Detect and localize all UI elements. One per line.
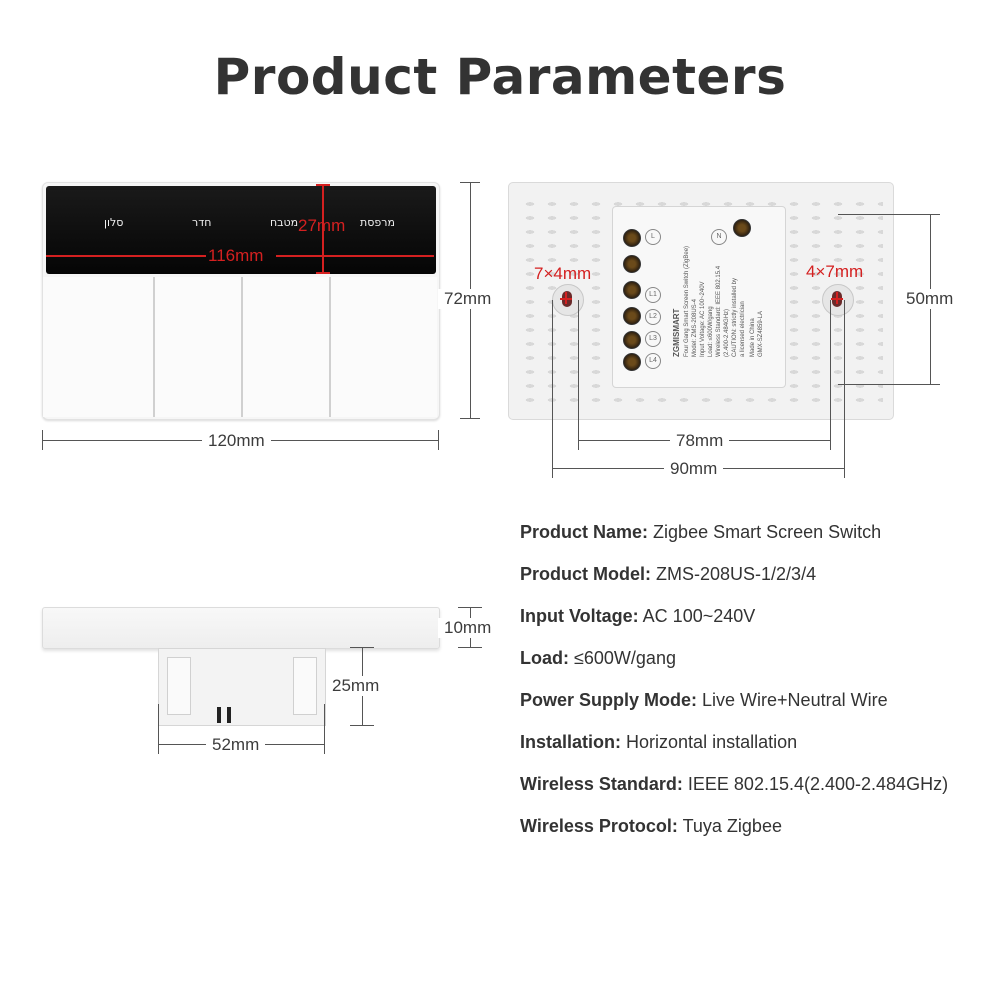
width-dim-label: 120mm xyxy=(202,431,271,451)
screen-label-1: סלון xyxy=(104,216,124,229)
terminal-label-l3: L3 xyxy=(645,331,661,347)
terminal-label-l: L xyxy=(645,229,661,245)
side-plate xyxy=(42,607,440,649)
box-depth-tick-top xyxy=(350,647,374,648)
width-dim-tick-right xyxy=(438,430,439,450)
switch-module: L L1 L2 L3 L4 N ZGMISMART Four Gang Smar… xyxy=(612,206,786,388)
terminal-1 xyxy=(623,229,641,247)
box-width-tick-right xyxy=(324,704,325,754)
terminal-6 xyxy=(623,353,641,371)
spec-product-model: Product Model: ZMS-208US-1/2/3/4 xyxy=(520,564,817,584)
screen-width-line-left xyxy=(46,255,206,257)
page-title: Product Parameters xyxy=(213,48,787,106)
module-brand: ZGMISMART xyxy=(672,308,681,357)
module-text-2: Model: ZMS-208US-4 xyxy=(692,298,698,357)
plate-thickness-tick-top xyxy=(458,607,482,608)
hole-height-label: 50mm xyxy=(900,289,960,309)
mount-hole-right xyxy=(822,284,854,316)
mount-hole-left xyxy=(552,284,584,316)
side-back-box xyxy=(158,648,326,726)
box-depth-tick-bottom xyxy=(350,725,374,726)
hole-height-tick-top xyxy=(838,214,940,215)
width-dim-tick-left xyxy=(42,430,43,450)
module-text-10: GMX-SZ4859-LA xyxy=(758,310,764,357)
terminal-4 xyxy=(623,307,641,325)
module-text-4: Load: ≤600W/gang xyxy=(708,306,714,357)
gang-button-4 xyxy=(331,277,437,417)
gang-button-1 xyxy=(43,277,155,417)
terminal-2 xyxy=(623,255,641,273)
side-box-clip-right xyxy=(293,657,317,715)
back-width-label: 90mm xyxy=(664,459,724,479)
screen-height-tick-top xyxy=(316,184,330,186)
hole-left-mark-v xyxy=(565,292,567,304)
touch-screen: סלון חדר מטבח מרפסת xyxy=(46,186,436,274)
terminal-label-l2: L2 xyxy=(645,309,661,325)
gang-button-2 xyxy=(155,277,243,417)
box-width-tick-left xyxy=(158,704,159,754)
screen-label-4: מרפסת xyxy=(360,216,395,229)
hole-spacing-label: 78mm xyxy=(670,431,730,451)
back-width-tick-left xyxy=(552,300,553,478)
box-depth-label: 25mm xyxy=(326,676,386,696)
height-dim-tick-bottom xyxy=(460,418,480,419)
spec-wireless-protocol: Wireless Protocol: Tuya Zigbee xyxy=(520,816,782,836)
terminal-label-l4: L4 xyxy=(645,353,661,369)
switch-front-panel: סלון חדר מטבח מרפסת xyxy=(42,182,440,420)
height-dim-tick-top xyxy=(460,182,480,183)
hole-spacing-tick-right xyxy=(830,300,831,450)
side-pin-2 xyxy=(227,707,231,723)
hole-right-mark-v xyxy=(836,292,838,304)
terminal-label-n: N xyxy=(711,229,727,245)
hole-height-tick-bottom xyxy=(838,384,940,385)
plate-thickness-label: 10mm xyxy=(438,618,498,638)
module-text-8: a licensed electrician xyxy=(740,301,746,357)
height-dim-label: 72mm xyxy=(438,289,498,309)
module-text-5: Wireless Standard: IEEE 802.15.4 xyxy=(716,265,722,357)
hole-right-label: 4×7mm xyxy=(806,262,864,281)
screen-label-3: מטבח xyxy=(270,216,299,229)
terminal-5 xyxy=(623,331,641,349)
module-text-6: (2.400-2.484GHz) xyxy=(724,308,730,357)
module-text-3: Input Voltage: AC 100~240V xyxy=(700,281,706,357)
spec-installation: Installation: Horizontal installation xyxy=(520,732,798,752)
screen-width-line-right xyxy=(276,255,434,257)
back-width-tick-right xyxy=(844,300,845,478)
hole-left-label: 7×4mm xyxy=(534,264,592,283)
screen-label-2: חדר xyxy=(192,216,212,229)
module-text-1: Four Gang Smart Screen Switch (ZigBee) xyxy=(684,245,690,357)
screen-width-label: 116mm xyxy=(208,246,264,265)
spec-power-supply-mode: Power Supply Mode: Live Wire+Neutral Wir… xyxy=(520,690,888,710)
plate-thickness-tick-bottom xyxy=(458,647,482,648)
box-width-label: 52mm xyxy=(206,735,266,755)
module-text-7: CAUTION: strictly installed by xyxy=(732,277,738,357)
side-pin-1 xyxy=(217,707,221,723)
spec-load: Load: ≤600W/gang xyxy=(520,648,676,668)
screen-height-tick-bottom xyxy=(316,272,330,274)
spec-wireless-standard: Wireless Standard: IEEE 802.15.4(2.400-2… xyxy=(520,774,949,794)
side-box-clip-left xyxy=(167,657,191,715)
hole-spacing-tick-left xyxy=(578,300,579,450)
spec-input-voltage: Input Voltage: AC 100~240V xyxy=(520,606,756,626)
module-text-9: Made in China xyxy=(750,318,756,357)
terminal-n xyxy=(733,219,751,237)
terminal-3 xyxy=(623,281,641,299)
screen-height-label: 27mm xyxy=(298,216,346,235)
gang-button-3 xyxy=(243,277,331,417)
spec-product-name: Product Name: Zigbee Smart Screen Switch xyxy=(520,522,882,542)
terminal-label-l1: L1 xyxy=(645,287,661,303)
screen-height-line xyxy=(322,184,324,274)
